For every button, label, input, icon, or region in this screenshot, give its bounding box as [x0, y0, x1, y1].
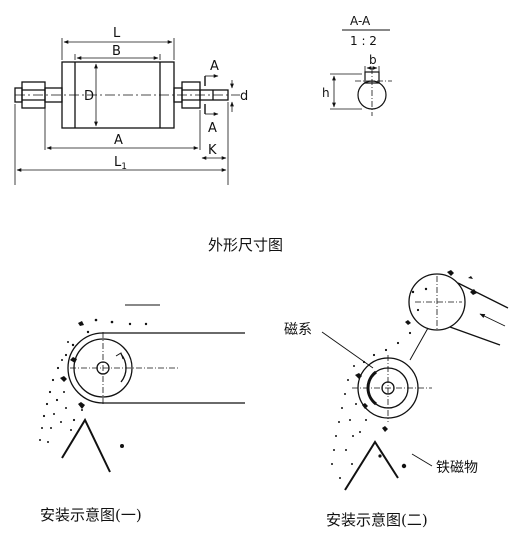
splitter-plate [61, 417, 111, 473]
label-h: h [322, 86, 330, 100]
caption-install-1: 安装示意图(一) [40, 506, 142, 524]
label-L: L [113, 26, 121, 41]
outline-drawing [14, 38, 240, 185]
section-title: A-A [350, 14, 371, 28]
label-D: D [84, 89, 94, 104]
section-view [330, 29, 392, 116]
outline-labels: L B D A L1 A K A d [84, 26, 248, 172]
label-A-arrow: A [210, 59, 219, 74]
feed-belt-bottom [449, 326, 501, 346]
section-labels: A-A 1 : 2 b h [322, 14, 377, 100]
caption-install-2: 安装示意图(二) [326, 511, 428, 529]
install-2-labels: 磁系 铁磁物 [284, 322, 478, 476]
label-A-inner: A [114, 133, 123, 148]
label-ferrous: 铁磁物 [436, 460, 478, 476]
install-diagram-1 [61, 304, 245, 473]
install-diagram-2 [321, 273, 509, 491]
output-shaft [199, 89, 229, 101]
label-B: B [112, 44, 121, 59]
splitter-plate-2 [344, 440, 399, 491]
ferrous-leader [411, 453, 433, 467]
label-b: b [369, 53, 377, 67]
label-d: d [240, 89, 248, 104]
material-particles-2 [331, 270, 477, 479]
feed-belt-top [457, 282, 509, 309]
magnet-pole [366, 370, 377, 406]
feed-drum [408, 273, 466, 331]
label-K: K [208, 143, 217, 158]
material-particles-1 [39, 318, 148, 448]
label-magnet-system: 磁系 [284, 322, 312, 338]
magnet-leader [321, 331, 374, 369]
label-L1-main: L [114, 155, 122, 170]
belt-wrap [67, 332, 104, 404]
label-L1-sub: 1 [121, 162, 127, 172]
caption-outline: 外形尺寸图 [208, 236, 283, 254]
label-A-right: A [208, 121, 217, 136]
section-scale: 1 : 2 [350, 34, 377, 48]
label-L1: L1 [114, 155, 127, 172]
